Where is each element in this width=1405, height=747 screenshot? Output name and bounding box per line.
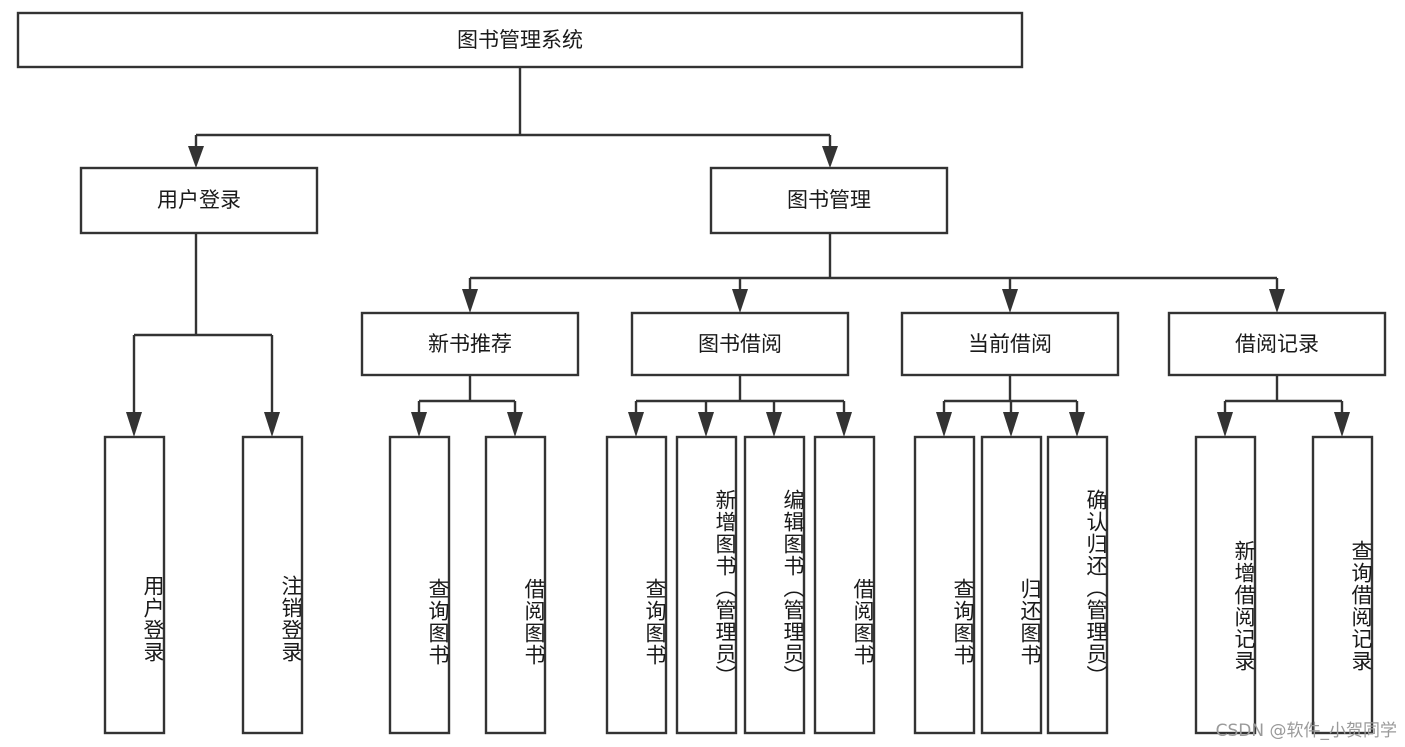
node-root[interactable] xyxy=(16,11,1024,69)
arrow-to-leaf-edit-book xyxy=(766,412,782,437)
arrow-to-leaf-confirm-return xyxy=(1069,412,1085,437)
node-leaf-confirm-return[interactable] xyxy=(1046,435,1109,735)
arrow-to-leaf-return-book xyxy=(1003,412,1019,437)
arrow-to-book-management xyxy=(822,146,838,168)
node-leaf-query-record[interactable] xyxy=(1311,435,1374,735)
node-new-book-recommend[interactable] xyxy=(360,311,580,377)
arrow-to-leaf-add-book xyxy=(698,412,714,437)
arrow-to-leaf-user-login xyxy=(126,412,142,437)
node-book-management-label: 图书管理 xyxy=(787,188,871,212)
node-book-borrow-label: 图书借阅 xyxy=(698,332,782,356)
node-borrow-record[interactable] xyxy=(1167,311,1387,377)
node-current-borrow-label: 当前借阅 xyxy=(968,332,1052,356)
arrow-to-new-book-recommend xyxy=(462,289,478,313)
connector-book-management-bus xyxy=(468,233,1279,292)
connector-group-book-management-to-level3 xyxy=(462,233,1285,313)
connector-group-root-to-level2 xyxy=(188,67,838,168)
node-leaf-query-book-1[interactable] xyxy=(388,435,451,735)
arrow-to-user-login xyxy=(188,146,204,168)
arrow-to-borrow-record xyxy=(1269,289,1285,313)
connector-new-book-recommend-bus xyxy=(417,375,517,414)
node-book-management[interactable] xyxy=(709,166,949,235)
arrow-to-leaf-borrow-book-2 xyxy=(836,412,852,437)
arrow-to-leaf-query-book-3 xyxy=(936,412,952,437)
node-leaf-user-logout[interactable] xyxy=(241,435,304,735)
node-leaf-query-book-2[interactable] xyxy=(605,435,668,735)
node-borrow-record-label: 借阅记录 xyxy=(1235,332,1319,356)
csdn-watermark: CSDN @软件_小贺同学 xyxy=(1215,721,1397,741)
node-user-login-label: 用户登录 xyxy=(157,188,241,212)
connector-group-user-login-to-leaves xyxy=(126,233,280,437)
connector-group-current-borrow-to-leaves xyxy=(936,375,1085,437)
connector-user-login-bus xyxy=(132,233,274,412)
node-leaf-borrow-book-2[interactable] xyxy=(813,435,876,735)
node-leaf-user-login[interactable] xyxy=(103,435,166,735)
node-leaf-query-book-3[interactable] xyxy=(913,435,976,735)
node-leaf-add-book[interactable] xyxy=(675,435,738,735)
arrow-to-leaf-query-record xyxy=(1334,412,1350,437)
node-book-borrow[interactable] xyxy=(630,311,850,377)
connector-group-book-borrow-to-leaves xyxy=(628,375,852,437)
arrow-to-leaf-query-book-2 xyxy=(628,412,644,437)
arrow-to-leaf-user-logout xyxy=(264,412,280,437)
node-new-book-recommend-label: 新书推荐 xyxy=(428,332,512,356)
node-user-login[interactable] xyxy=(79,166,319,235)
node-leaf-edit-book[interactable] xyxy=(743,435,806,735)
node-root-label: 图书管理系统 xyxy=(457,28,583,52)
arrow-to-current-borrow xyxy=(1002,289,1018,313)
arrow-to-book-borrow xyxy=(732,289,748,313)
node-leaf-return-book[interactable] xyxy=(980,435,1043,735)
connector-current-borrow-bus xyxy=(942,375,1079,414)
arrow-to-leaf-add-record xyxy=(1217,412,1233,437)
connector-book-borrow-bus xyxy=(634,375,846,414)
arrow-to-leaf-query-book-1 xyxy=(411,412,427,437)
connector-group-new-book-recommend-to-leaves xyxy=(411,375,523,437)
connector-borrow-record-bus xyxy=(1223,375,1344,414)
node-leaf-add-record[interactable] xyxy=(1194,435,1257,735)
connector-root-bus xyxy=(194,67,832,150)
arrow-to-leaf-borrow-book-1 xyxy=(507,412,523,437)
node-current-borrow[interactable] xyxy=(900,311,1120,377)
connector-group-borrow-record-to-leaves xyxy=(1217,375,1350,437)
node-leaf-borrow-book-1[interactable] xyxy=(484,435,547,735)
